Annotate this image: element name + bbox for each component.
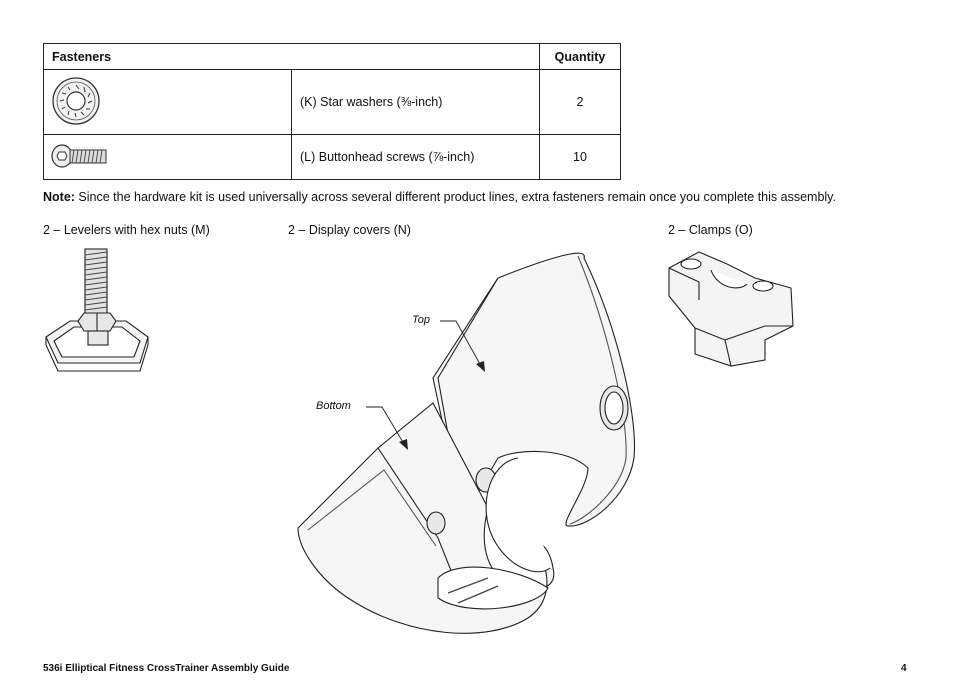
bottom-callout: Bottom bbox=[316, 400, 351, 412]
note-text: Since the hardware kit is used universal… bbox=[74, 190, 836, 204]
fasteners-header: Fasteners bbox=[43, 43, 540, 70]
display-covers-caption: 2 – Display covers (N) bbox=[288, 223, 411, 237]
fastener-description: (L) Buttonhead screws (⅞-inch) bbox=[291, 134, 540, 180]
clamps-caption: 2 – Clamps (O) bbox=[668, 223, 753, 237]
table-row: (K) Star washers (⅜-inch) 2 bbox=[43, 69, 621, 135]
quantity-header: Quantity bbox=[539, 43, 621, 70]
fastener-quantity: 2 bbox=[539, 69, 621, 135]
top-callout: Top bbox=[412, 314, 430, 326]
note: Note: Since the hardware kit is used uni… bbox=[43, 190, 836, 204]
fastener-description: (K) Star washers (⅜-inch) bbox=[291, 69, 540, 135]
note-label: Note: bbox=[43, 190, 75, 204]
leveler-illustration bbox=[45, 248, 149, 372]
fasteners-table: Fasteners Quantity (K) Star washers (⅜-i… bbox=[43, 43, 621, 180]
clamp-illustration bbox=[668, 251, 794, 367]
page-number: 4 bbox=[901, 663, 907, 674]
table-row: (L) Buttonhead screws (⅞-inch) 10 bbox=[43, 134, 621, 180]
levelers-caption: 2 – Levelers with hex nuts (M) bbox=[43, 223, 210, 237]
fastener-quantity: 10 bbox=[539, 134, 621, 180]
star-washer-icon bbox=[52, 76, 100, 125]
buttonhead-screw-icon bbox=[51, 143, 107, 168]
guide-title: 536i Elliptical Fitness CrossTrainer Ass… bbox=[43, 663, 290, 674]
display-covers-illustration bbox=[297, 252, 636, 634]
